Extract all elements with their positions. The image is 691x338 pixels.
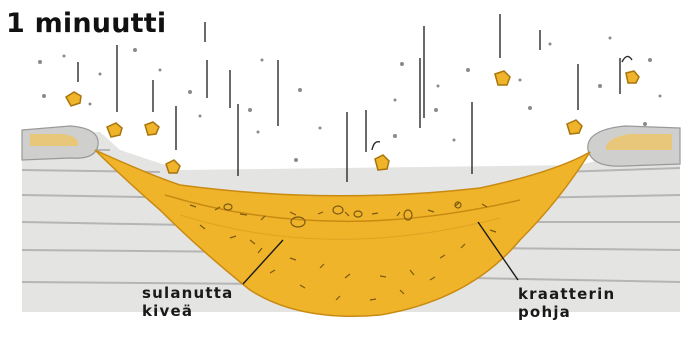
debris-particles <box>38 37 662 163</box>
melted-rock-label-line1: sulanutta <box>142 284 234 302</box>
crater-floor-label: kraatterin pohja <box>518 285 615 321</box>
trajectory-lines <box>78 14 632 182</box>
crater-floor-label-line1: kraatterin <box>518 285 615 303</box>
diagram-title: 1 minuutti <box>6 8 166 39</box>
ejecta-rocks <box>66 71 639 173</box>
melted-rock-label: sulanutta kiveä <box>142 284 234 320</box>
crater-floor-label-line2: pohja <box>518 303 615 321</box>
melted-rock-label-line2: kiveä <box>142 302 234 320</box>
